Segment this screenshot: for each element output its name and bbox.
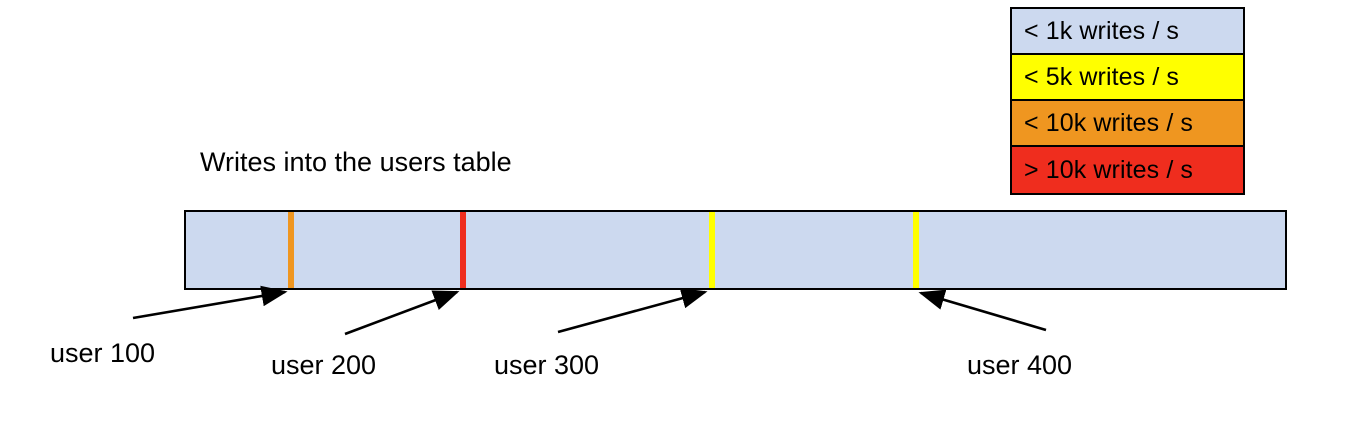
chart-title: Writes into the users table — [200, 147, 512, 177]
label-user-200: user 200 — [271, 350, 377, 380]
legend-row-under-5k: < 5k writes / s — [1012, 55, 1243, 101]
stripe-user-100 — [288, 212, 294, 288]
label-user-100: user 100 — [50, 338, 156, 368]
stripe-user-300 — [709, 212, 715, 288]
legend-label-under-5k: < 5k writes / s — [1024, 62, 1180, 91]
arrow-user-400 — [918, 289, 1047, 332]
label-user-400: user 400 — [967, 350, 1073, 380]
stripe-user-400 — [913, 212, 919, 288]
legend-row-under-10k: < 10k writes / s — [1012, 101, 1243, 147]
label-user-300: user 300 — [494, 350, 600, 380]
users-table-strip — [184, 210, 1287, 290]
legend-label-under-10k: < 10k writes / s — [1024, 108, 1194, 137]
legend-label-under-1k: < 1k writes / s — [1024, 16, 1180, 45]
legend-label-over-10k: > 10k writes / s — [1024, 155, 1194, 184]
arrow-user-200 — [344, 290, 460, 336]
legend-row-over-10k: > 10k writes / s — [1012, 147, 1243, 193]
arrow-user-300 — [557, 288, 708, 334]
stripe-user-200 — [460, 212, 466, 288]
legend: < 1k writes / s < 5k writes / s < 10k wr… — [1010, 7, 1245, 195]
legend-row-under-1k: < 1k writes / s — [1012, 9, 1243, 55]
arrow-user-100 — [132, 285, 288, 320]
